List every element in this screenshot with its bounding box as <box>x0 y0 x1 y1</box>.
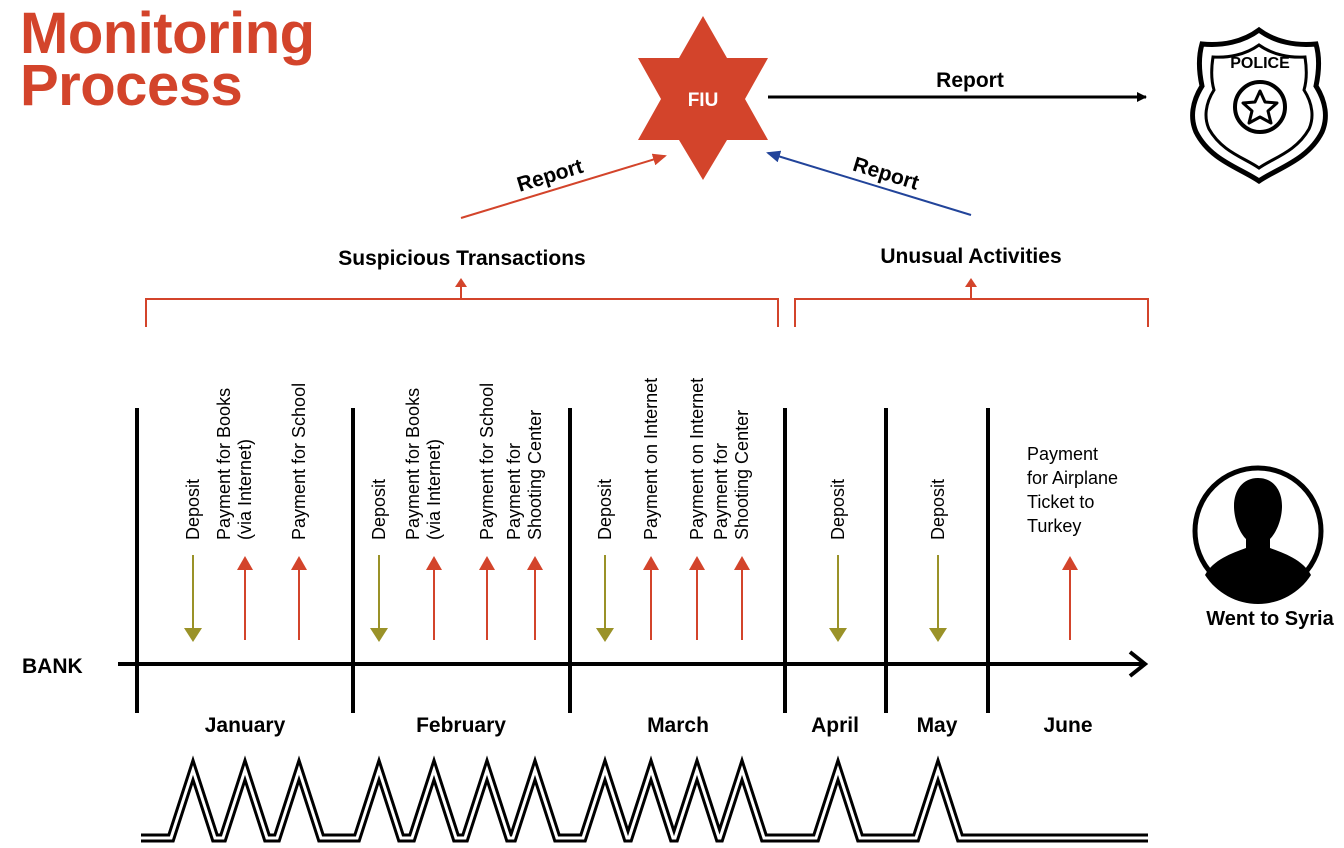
transaction-label: Deposit <box>928 479 948 540</box>
transaction-label-line: (via Internet) <box>235 439 255 540</box>
transaction-label-line: Payment for <box>504 443 524 540</box>
title-line-1: Monitoring <box>20 1 315 66</box>
transaction-label-line: Deposit <box>183 479 203 540</box>
transaction-label-line: Payment on Internet <box>641 378 661 540</box>
june-payment-line-4: Turkey <box>1027 516 1081 536</box>
transaction-label: Payment for School <box>477 383 497 540</box>
deposit-transaction: Deposit <box>369 479 389 642</box>
transaction-label-line: Payment on Internet <box>687 378 707 540</box>
transaction-label: Payment for Books(via Internet) <box>403 388 444 540</box>
fiu-label: FIU <box>688 90 719 111</box>
month-may: May <box>917 714 958 737</box>
transaction-label-line: Payment for School <box>289 383 309 540</box>
transaction-label-line: Shooting Center <box>525 410 545 540</box>
payment-arrowhead <box>689 556 705 570</box>
june-payment-line-2: for Airplane <box>1027 468 1118 488</box>
transaction-label: Deposit <box>183 479 203 540</box>
month-march: March <box>647 714 709 737</box>
payment-arrowhead <box>527 556 543 570</box>
month-january: January <box>205 714 286 737</box>
payment-transaction: Payment for School <box>289 383 309 640</box>
payment-arrowhead <box>291 556 307 570</box>
transaction-label: Deposit <box>369 479 389 540</box>
bank-label: BANK <box>22 655 83 678</box>
transaction-label: Deposit <box>595 479 615 540</box>
transaction-label: Payment for Books(via Internet) <box>214 388 255 540</box>
deposit-transaction: Deposit <box>828 479 848 642</box>
transaction-label-line: Deposit <box>369 479 389 540</box>
transaction-label: Payment forShooting Center <box>504 410 545 540</box>
unusual-bracket <box>794 278 1149 327</box>
month-february: February <box>416 714 506 737</box>
deposit-transaction: Deposit <box>595 479 615 642</box>
transaction-label: Payment on Internet <box>641 378 661 540</box>
deposit-arrowhead <box>929 628 947 642</box>
transaction-label-line: Payment for Books <box>403 388 423 540</box>
deposit-arrowhead <box>370 628 388 642</box>
police-badge-icon <box>1190 26 1328 185</box>
report-to-police-label: Report <box>936 69 1004 92</box>
deposit-transaction: Deposit <box>928 479 948 642</box>
payment-transaction: Payment on Internet <box>687 378 707 640</box>
june-payment-arrowhead <box>1062 556 1078 570</box>
payment-transaction: Payment forShooting Center <box>711 410 752 640</box>
june-payment-line-3: Ticket to <box>1027 492 1094 512</box>
person-avatar-icon <box>1192 465 1324 604</box>
payment-arrowhead <box>237 556 253 570</box>
report-arrow-unusual <box>766 150 972 216</box>
payment-arrowhead <box>479 556 495 570</box>
transaction-label: Payment for School <box>289 383 309 540</box>
activity-signal <box>141 755 1148 843</box>
transaction-label: Payment on Internet <box>687 378 707 540</box>
payment-arrowhead <box>643 556 659 570</box>
page-title: Monitoring Process <box>20 1 315 118</box>
payment-transaction: Payment for School <box>477 383 497 640</box>
payment-transaction: Payment for Books(via Internet) <box>214 388 255 640</box>
report-arrow-suspicious <box>460 153 667 219</box>
deposit-arrowhead <box>184 628 202 642</box>
transaction-label-line: Deposit <box>828 479 848 540</box>
transaction-label: Payment forShooting Center <box>711 410 752 540</box>
payment-transaction: Payment for Books(via Internet) <box>403 388 444 640</box>
transaction-label-line: (via Internet) <box>424 439 444 540</box>
fiu-star-icon: FIU <box>638 16 768 180</box>
payment-transaction: Payment on Internet <box>641 378 661 640</box>
month-april: April <box>811 714 859 737</box>
transaction-label-line: Payment for <box>711 443 731 540</box>
transaction-label-line: Shooting Center <box>732 410 752 540</box>
transaction-label-line: Payment for School <box>477 383 497 540</box>
person-caption: Went to Syria <box>1206 608 1334 630</box>
deposit-transaction: Deposit <box>183 479 203 642</box>
month-june: June <box>1043 714 1092 737</box>
deposit-arrowhead <box>829 628 847 642</box>
timeline-arrowhead <box>1128 650 1149 678</box>
payment-transaction: Payment forShooting Center <box>504 410 545 640</box>
suspicious-transactions-label: Suspicious Transactions <box>338 247 585 270</box>
unusual-activities-label: Unusual Activities <box>880 245 1061 268</box>
month-dividers <box>135 408 990 713</box>
deposit-arrowhead <box>596 628 614 642</box>
suspicious-bracket <box>145 278 779 327</box>
june-payment: Payment for Airplane Ticket to Turkey <box>1027 444 1118 640</box>
june-payment-line-1: Payment <box>1027 444 1098 464</box>
police-label: POLICE <box>1230 55 1290 72</box>
transaction-label: Deposit <box>828 479 848 540</box>
payment-arrowhead <box>426 556 442 570</box>
transaction-label-line: Deposit <box>595 479 615 540</box>
payment-arrowhead <box>734 556 750 570</box>
transaction-label-line: Deposit <box>928 479 948 540</box>
transaction-label-line: Payment for Books <box>214 388 234 540</box>
title-line-2: Process <box>20 53 243 118</box>
